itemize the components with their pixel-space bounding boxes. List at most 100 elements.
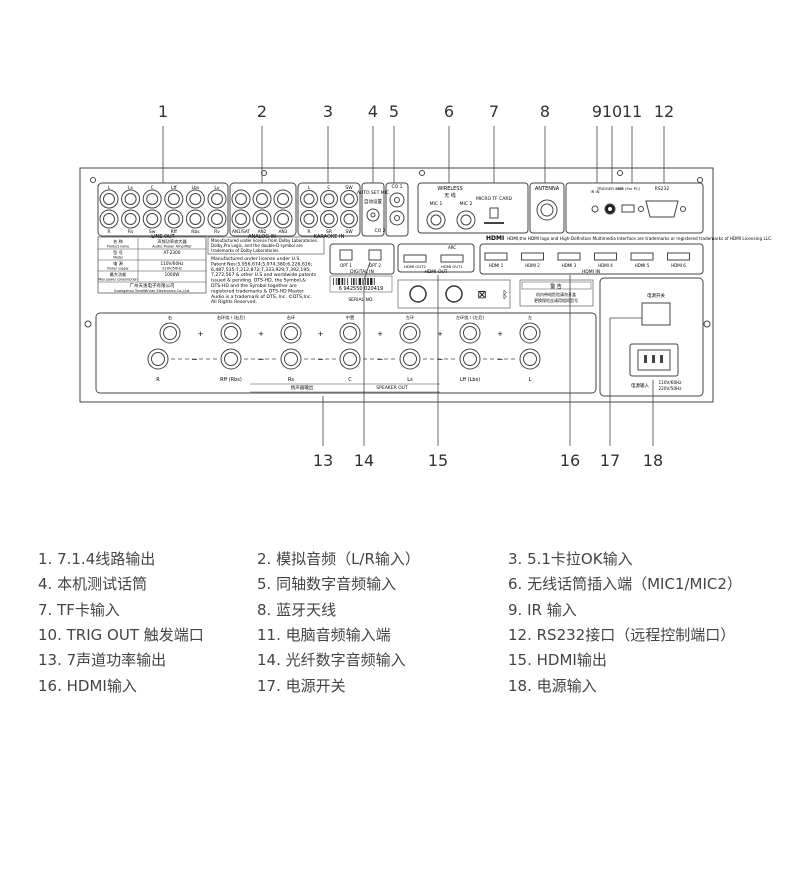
line-out-jack[interactable] xyxy=(142,189,162,209)
analog-in-jack[interactable] xyxy=(273,189,293,209)
speaker-terminal-positive[interactable] xyxy=(159,322,181,344)
line-out-jack[interactable] xyxy=(207,209,227,229)
wireless-mic2-jack[interactable] xyxy=(456,210,476,230)
line-out-jack[interactable] xyxy=(207,189,227,209)
callout-number: 18 xyxy=(643,451,663,470)
warning-line-1: 机内带电危险请勿开盖 xyxy=(536,291,576,297)
hdmi-in-port[interactable] xyxy=(667,252,690,261)
micro-tf-slot[interactable] xyxy=(489,207,499,219)
line-out-bottom-label: Sw xyxy=(149,229,156,235)
hdmi-logo: HDMI xyxy=(486,235,504,242)
karaoke-jack-inner xyxy=(323,193,335,205)
barcode-bar xyxy=(341,278,344,285)
line-out-jack[interactable] xyxy=(164,189,184,209)
auto-set-mic-sub: 自动设置 xyxy=(364,198,382,205)
dts-text-line: issued & pending. DTS-HD, the Symbol,& xyxy=(211,278,306,284)
barcode-bar xyxy=(351,278,352,285)
speaker-terminal-negative[interactable] xyxy=(220,348,242,370)
speaker-terminal-positive[interactable] xyxy=(339,322,361,344)
analog-in-jack[interactable] xyxy=(252,189,272,209)
callout-number: 17 xyxy=(600,451,620,470)
plus-sign: + xyxy=(318,330,324,338)
analog-in-jack[interactable] xyxy=(231,209,251,229)
ir-in-jack[interactable] xyxy=(591,205,599,213)
dts-text-line: All Rights Reserved. xyxy=(211,299,257,305)
karaoke-jack[interactable] xyxy=(300,190,318,208)
callout-number: 1 xyxy=(158,102,168,121)
usb-port[interactable] xyxy=(621,204,635,213)
hdmi-out1-port[interactable] xyxy=(440,254,464,263)
speaker-terminal-negative-inner xyxy=(284,352,298,366)
karaoke-jack[interactable] xyxy=(320,190,338,208)
analog-in-jack[interactable] xyxy=(252,209,272,229)
line-out-jack[interactable] xyxy=(142,209,162,229)
hdmi-out2-port[interactable] xyxy=(403,254,427,263)
barcode-bar xyxy=(370,278,373,285)
speaker-terminal-negative[interactable] xyxy=(459,348,481,370)
karaoke-jack[interactable] xyxy=(340,190,358,208)
analog-in-label: AN1/SAT xyxy=(232,229,250,234)
line-out-jack[interactable] xyxy=(121,189,141,209)
speaker-terminal-negative[interactable] xyxy=(147,348,169,370)
rs232-port[interactable] xyxy=(645,200,679,218)
callout-number: 6 xyxy=(444,102,454,121)
hdmi-in-port-label: HDMI 1 xyxy=(489,263,504,268)
speaker-top-label: 右 xyxy=(168,314,172,321)
opt2-port[interactable] xyxy=(368,249,382,261)
dts-text-line: Manufactured under license under U.S. xyxy=(211,256,301,262)
dts-text-line: Audio is a trademark of DTS, Inc. ©DTS,I… xyxy=(211,293,312,300)
karaoke-jack[interactable] xyxy=(300,210,318,228)
speaker-channel-label: Rff (Rbs) xyxy=(220,377,242,383)
speaker-terminal-negative[interactable] xyxy=(280,348,302,370)
auto-set-mic-jack[interactable] xyxy=(366,208,380,222)
hdmi-in-port[interactable] xyxy=(521,252,544,261)
speaker-terminal-negative[interactable] xyxy=(339,348,361,370)
power-inlet[interactable] xyxy=(629,343,679,377)
line-out-jack[interactable] xyxy=(164,209,184,229)
hdmi-in-port[interactable] xyxy=(484,252,508,261)
line-out-jack[interactable] xyxy=(185,209,205,229)
digital-in-title: DIGITAL IN xyxy=(350,269,374,275)
speaker-terminal-positive[interactable] xyxy=(519,322,541,344)
analog-in-jack[interactable] xyxy=(273,209,293,229)
speaker-terminal-negative[interactable] xyxy=(399,348,421,370)
wireless-mic2-jack-inner xyxy=(460,214,472,226)
opt1-port[interactable] xyxy=(339,249,353,261)
wireless-mic1-jack[interactable] xyxy=(426,210,446,230)
line-out-jack[interactable] xyxy=(121,209,141,229)
speaker-channel-label: Rs xyxy=(288,377,294,383)
coax-1-jack-inner xyxy=(394,197,400,203)
karaoke-jack[interactable] xyxy=(340,210,358,228)
weee-bin-icon: ⊠ xyxy=(477,288,486,301)
speaker-terminal-positive[interactable] xyxy=(399,322,421,344)
trigger-out-label: TRIGGER OUT xyxy=(596,186,624,191)
line-out-jack[interactable] xyxy=(99,189,119,209)
speaker-terminal-negative-inner xyxy=(523,352,537,366)
minus-sign: − xyxy=(377,355,384,364)
speaker-terminal-positive[interactable] xyxy=(220,322,242,344)
power-switch[interactable] xyxy=(641,302,671,326)
speaker-terminal-positive[interactable] xyxy=(459,322,481,344)
mount-screw xyxy=(617,170,623,176)
line-out-jack[interactable] xyxy=(99,209,119,229)
speaker-channel-label: R xyxy=(156,377,160,383)
hdmi-in-port[interactable] xyxy=(594,252,617,261)
callout-number: 13 xyxy=(313,451,333,470)
coax-1-jack[interactable] xyxy=(389,192,405,208)
speaker-terminal-positive[interactable] xyxy=(280,322,302,344)
antenna-connector[interactable] xyxy=(536,199,558,221)
analog-in-jack[interactable] xyxy=(231,189,251,209)
hdmi-in-port[interactable] xyxy=(630,252,654,261)
karaoke-jack-inner xyxy=(343,213,355,225)
karaoke-jack-inner xyxy=(343,193,355,205)
karaoke-jack[interactable] xyxy=(320,210,338,228)
warning-label xyxy=(519,279,594,307)
coax-2-jack[interactable] xyxy=(389,210,405,226)
hdmi-in-port-label: HDMI 6 xyxy=(671,263,686,268)
speaker-terminal-negative[interactable] xyxy=(519,348,541,370)
line-out-jack[interactable] xyxy=(185,189,205,209)
legend-item: 10. TRIG OUT 触发端口 xyxy=(38,625,204,644)
hdmi-in-port[interactable] xyxy=(557,252,581,261)
barcode-bar xyxy=(373,278,375,285)
barcode-bar xyxy=(358,278,362,285)
